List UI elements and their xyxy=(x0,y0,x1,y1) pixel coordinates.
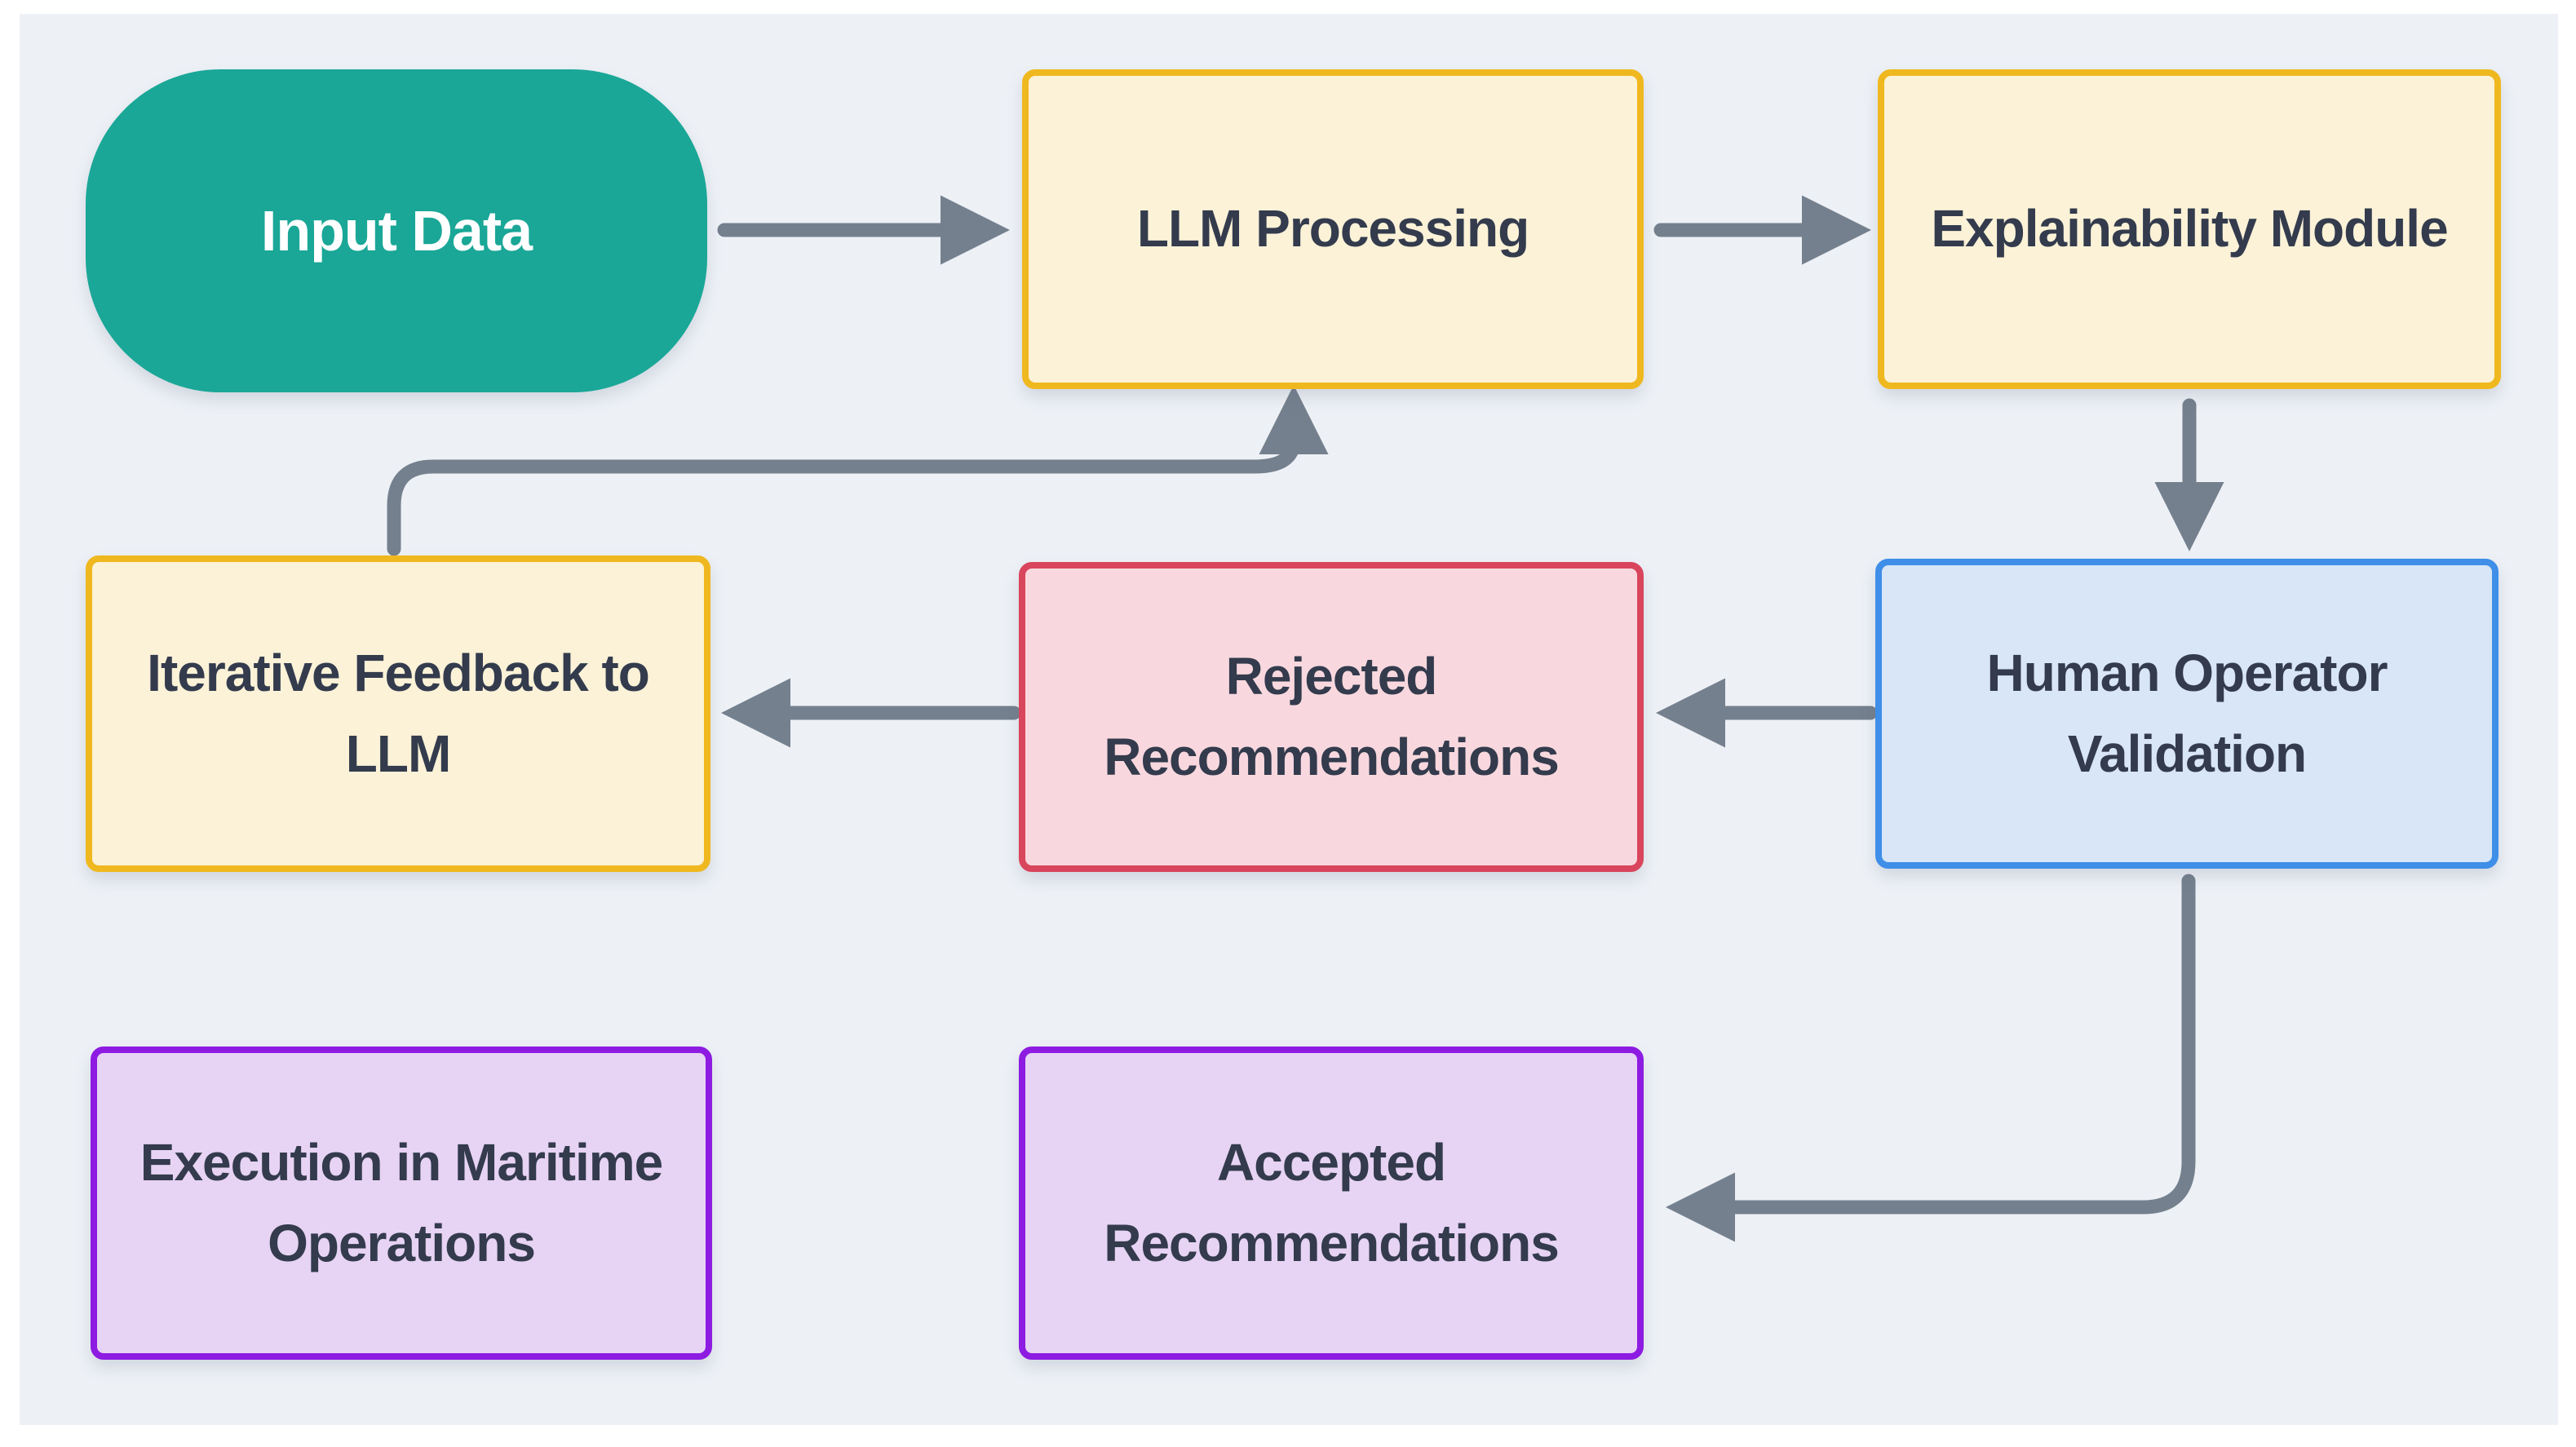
node-explainability-module: Explainability Module xyxy=(1878,69,2501,389)
node-accepted-recommendations-label: Accepted Recommendations xyxy=(1104,1132,1560,1272)
node-llm-processing: LLM Processing xyxy=(1022,69,1644,389)
node-rejected-recommendations-label: Rejected Recommendations xyxy=(1104,646,1560,786)
node-execution-in-maritime-operations: Execution in Maritime Operations xyxy=(91,1047,712,1360)
node-explainability-module-label: Explainability Module xyxy=(1931,199,2448,259)
node-input-data: Input Data xyxy=(86,69,707,392)
node-input-data-label: Input Data xyxy=(260,198,533,263)
node-accepted-recommendations: Accepted Recommendations xyxy=(1019,1047,1644,1360)
node-rejected-recommendations: Rejected Recommendations xyxy=(1019,562,1644,872)
node-iterative-feedback-to-llm-label: Iterative Feedback to LLM xyxy=(147,643,650,783)
node-llm-processing-label: LLM Processing xyxy=(1136,199,1529,259)
node-iterative-feedback-to-llm: Iterative Feedback to LLM xyxy=(86,555,710,872)
node-human-operator-validation: Human Operator Validation xyxy=(1875,559,2499,869)
node-human-operator-validation-label: Human Operator Validation xyxy=(1986,643,2388,783)
node-execution-in-maritime-operations-label: Execution in Maritime Operations xyxy=(139,1132,663,1272)
